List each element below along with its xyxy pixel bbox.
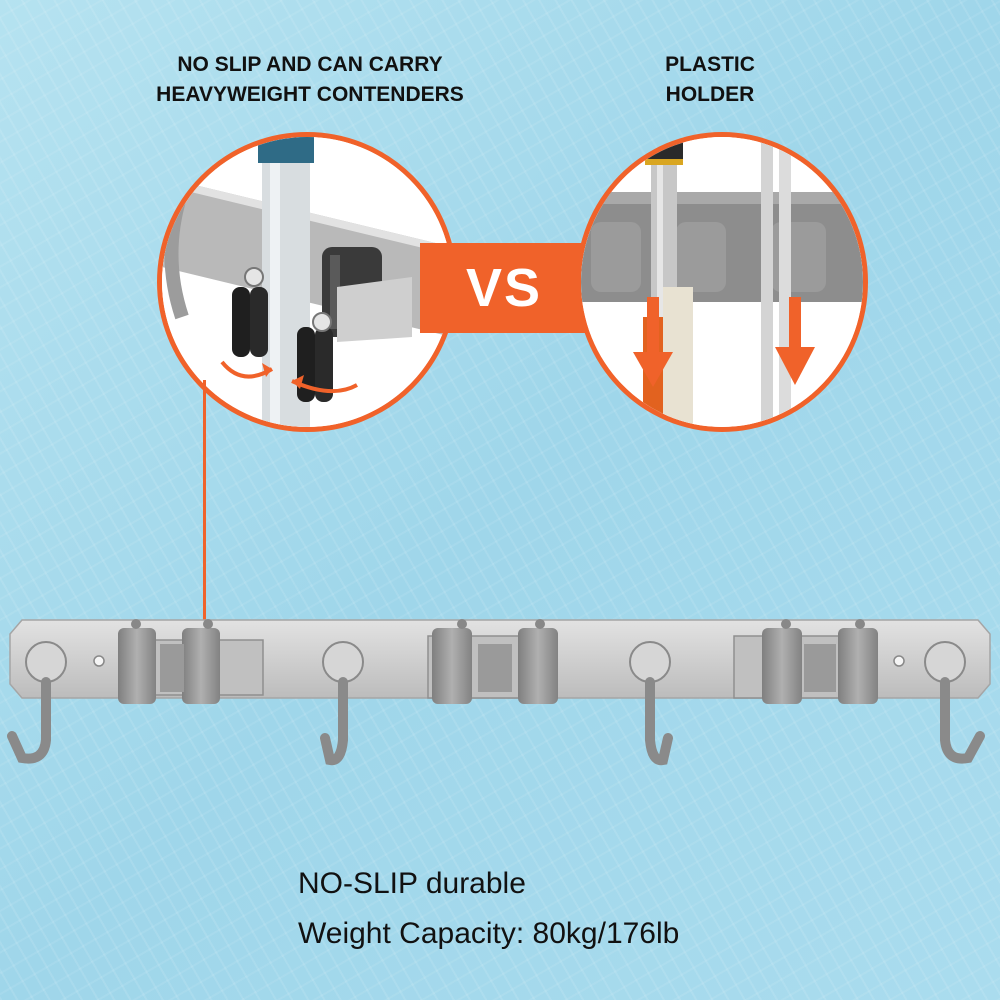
- heading-left-line-2: HEAVYWEIGHT CONTENDERS: [156, 83, 464, 106]
- heading-right-line-1: PLASTIC: [665, 53, 755, 76]
- grip-left: [232, 267, 268, 357]
- vs-badge: VS: [420, 243, 588, 333]
- clamp-1: [118, 619, 264, 704]
- connector-line: [203, 380, 206, 625]
- hook-1: [7, 641, 67, 764]
- rack-illustration: [7, 619, 991, 766]
- rotate-arrow-icon: [220, 360, 358, 394]
- heading-right: PLASTIC HOLDER: [600, 50, 820, 110]
- caption-no-slip: NO-SLIP durable: [298, 867, 526, 900]
- heading-right-line-2: HOLDER: [665, 83, 755, 106]
- clamp-3: [733, 619, 878, 704]
- down-arrow-icon: [633, 297, 815, 387]
- metal-holder-illustration: [162, 137, 452, 427]
- heading-left-line-1: NO SLIP AND CAN CARRY: [177, 53, 443, 76]
- caption-weight-capacity: Weight Capacity: 80kg/176lb: [298, 917, 680, 950]
- clamp-2: [427, 619, 558, 704]
- plastic-holder-closeup: [576, 132, 868, 432]
- hook-2: [320, 641, 364, 766]
- plastic-holder-illustration: [581, 137, 863, 427]
- heading-left: NO SLIP AND CAN CARRY HEAVYWEIGHT CONTEN…: [110, 50, 510, 110]
- metal-holder-closeup: [157, 132, 457, 432]
- hook-4: [924, 641, 985, 764]
- hook-3: [629, 641, 673, 766]
